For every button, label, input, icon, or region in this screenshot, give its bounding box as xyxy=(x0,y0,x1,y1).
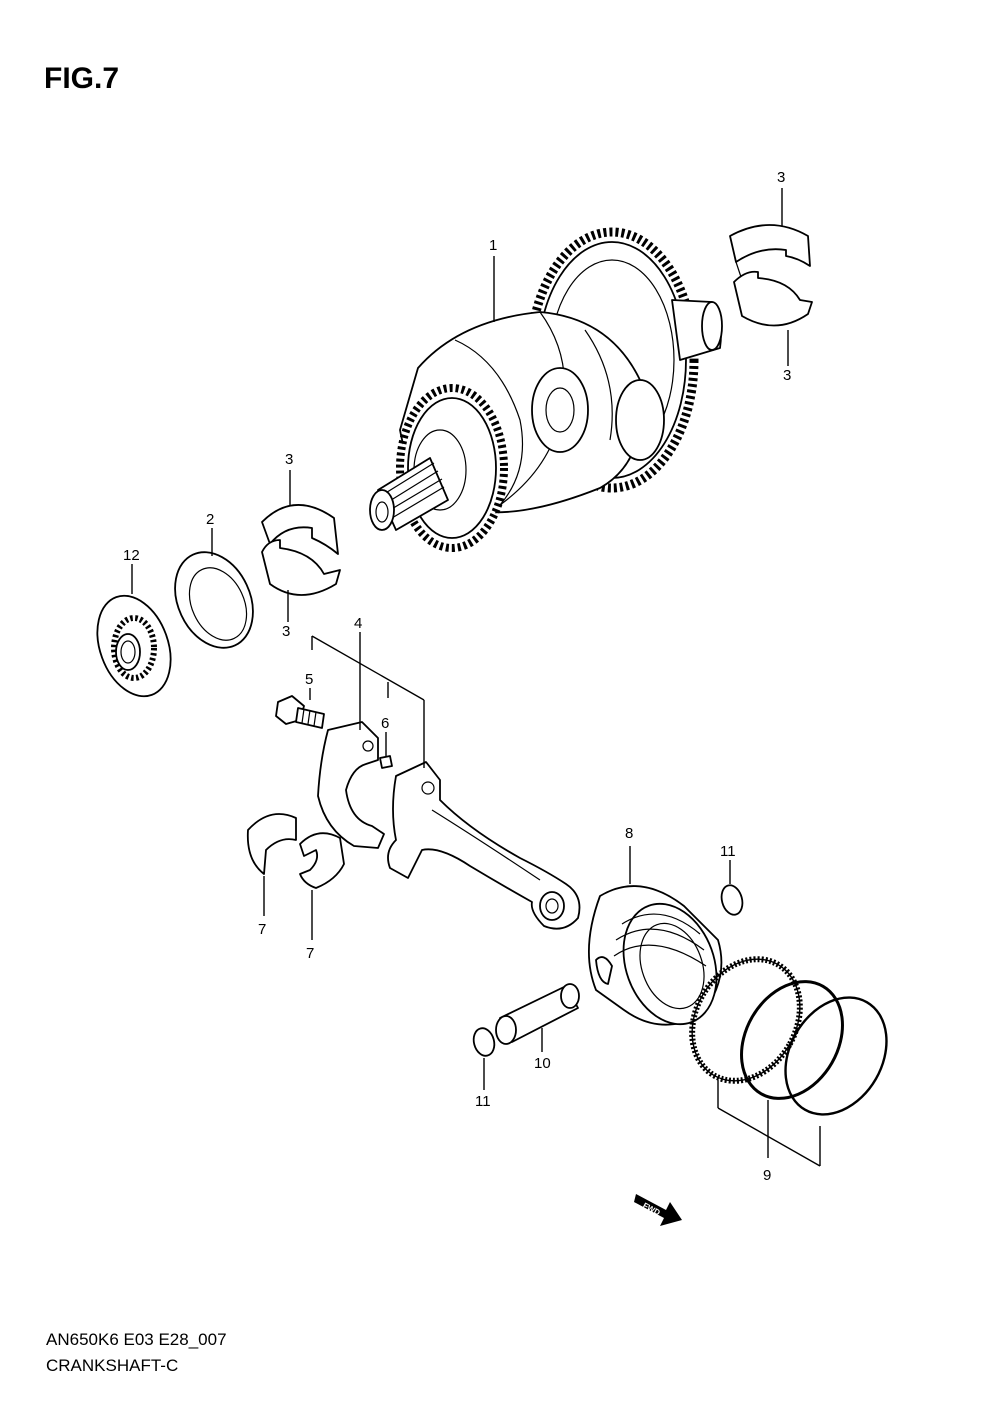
piston-pin-part-10[interactable] xyxy=(495,983,580,1045)
callout-5: 5 xyxy=(305,671,313,688)
callout-3-top-lower: 3 xyxy=(783,367,791,384)
callout-7-left: 7 xyxy=(258,921,266,938)
callout-labels: 1 3 3 3 3 2 12 4 5 6 7 7 8 11 10 11 9 xyxy=(123,169,791,1184)
conrod-cap-part-4[interactable] xyxy=(317,721,385,849)
crankshaft-part-1[interactable] xyxy=(369,227,723,552)
callout-10: 10 xyxy=(534,1055,551,1072)
bolt-part-5[interactable] xyxy=(275,695,325,729)
dowel-pin-part-6[interactable] xyxy=(379,755,393,769)
piston-part-8[interactable] xyxy=(588,885,733,1037)
gear-part-12[interactable] xyxy=(84,586,183,707)
callout-3-left-upper: 3 xyxy=(285,451,293,468)
callout-7-right: 7 xyxy=(306,945,314,962)
callout-4: 4 xyxy=(354,615,362,632)
thrust-washer-part-2[interactable] xyxy=(160,539,268,660)
circlip-part-11-left[interactable] xyxy=(471,1026,498,1058)
connecting-rod-part-4[interactable] xyxy=(387,761,581,930)
callout-12: 12 xyxy=(123,547,140,564)
leader-lines xyxy=(131,188,821,1167)
callout-2: 2 xyxy=(206,511,214,528)
callout-11-right: 11 xyxy=(720,843,736,860)
callout-9: 9 xyxy=(763,1167,771,1184)
footer-diagram-code: AN650K6 E03 E28_007 xyxy=(46,1330,227,1349)
figure-title: FIG.7 xyxy=(44,62,120,95)
circlip-part-11-right[interactable] xyxy=(718,883,745,917)
callout-3-top-upper: 3 xyxy=(777,169,785,186)
callout-1: 1 xyxy=(489,237,497,254)
crank-bearing-upper-part-3[interactable] xyxy=(729,224,813,327)
crank-bearing-lower-part-3[interactable] xyxy=(261,504,341,596)
callout-3-left-lower: 3 xyxy=(282,623,290,640)
conrod-bearing-upper-part-7[interactable] xyxy=(246,813,297,875)
conrod-bearing-lower-part-7[interactable] xyxy=(299,832,345,889)
callout-11-left: 11 xyxy=(475,1093,491,1110)
piston-ring-set-part-9[interactable] xyxy=(671,940,907,1133)
forward-direction-arrow-icon: FWD xyxy=(634,1194,682,1226)
callout-6: 6 xyxy=(381,715,389,732)
footer-diagram-name: CRANKSHAFT-C xyxy=(46,1356,179,1375)
callout-8: 8 xyxy=(625,825,633,842)
